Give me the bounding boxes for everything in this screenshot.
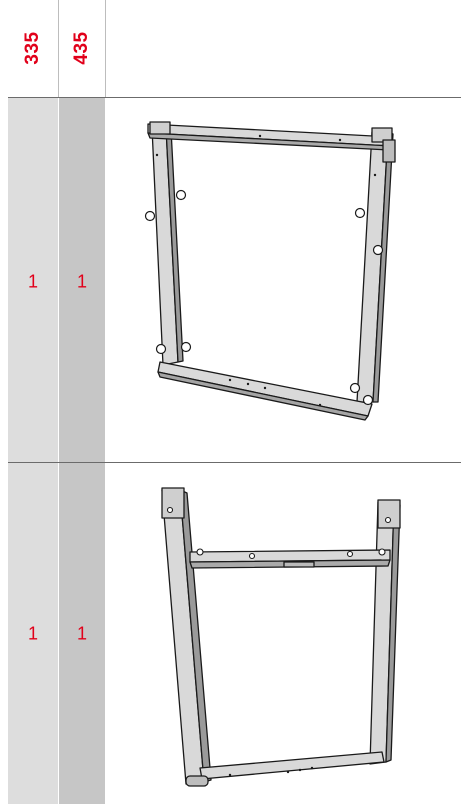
row-2-qty-435: 1 (76, 623, 87, 644)
row-divider (8, 97, 461, 98)
column-335-background (8, 0, 58, 804)
row-1-qty-435: 1 (76, 271, 87, 292)
row-1-qty-335: 1 (27, 271, 38, 292)
header-row (0, 0, 461, 97)
column-divider (105, 0, 106, 97)
row-divider (8, 462, 461, 463)
column-divider (58, 0, 59, 97)
column-header-435: 435 (71, 31, 92, 65)
column-header-335: 335 (22, 31, 43, 65)
frame-u-shaped-illustration (161, 487, 401, 787)
row-2-qty-335: 1 (27, 623, 38, 644)
column-435-background (59, 0, 105, 804)
frame-rectangular-illustration (144, 121, 396, 421)
